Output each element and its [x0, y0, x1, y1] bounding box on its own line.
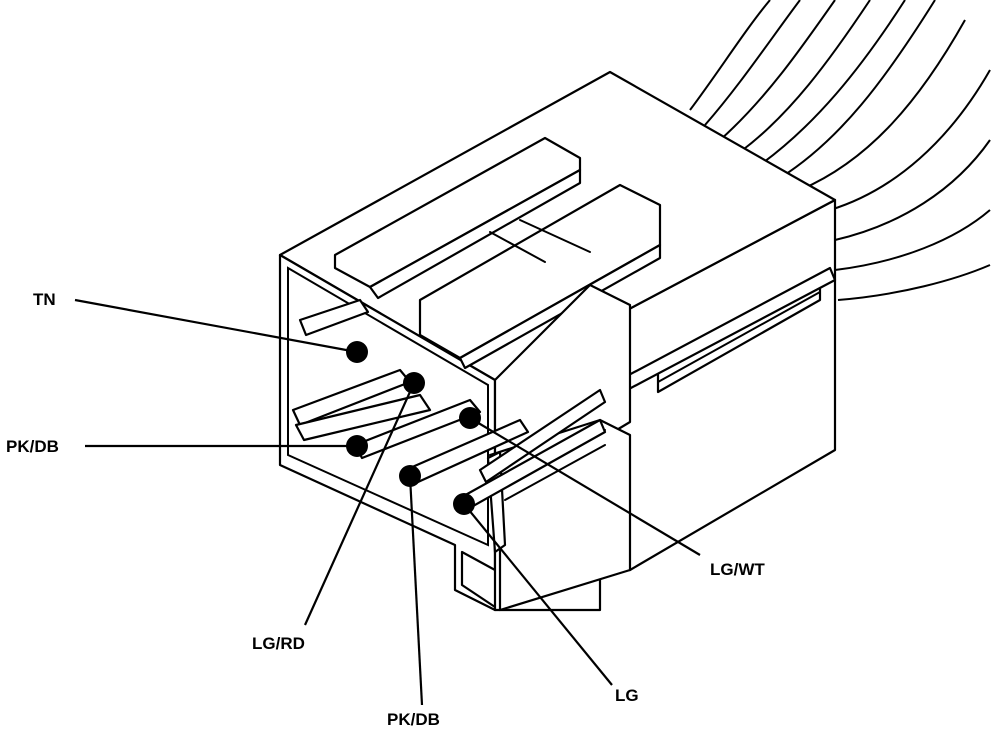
leader-lines — [74, 298, 701, 706]
leader-tn — [74, 298, 358, 354]
label-lg-rd: LG/RD — [252, 634, 305, 653]
side-slots — [608, 266, 837, 400]
terminal-blades — [291, 298, 607, 512]
connector-cavity — [287, 266, 489, 547]
leader-lg — [463, 503, 613, 686]
leader-lg-wt — [469, 417, 701, 556]
wire-bundle — [689, 0, 991, 301]
label-lg: LG — [615, 686, 639, 705]
label-tn: TN — [33, 290, 56, 309]
label-pk-db-left: PK/DB — [6, 437, 59, 456]
leader-lg-rd — [303, 382, 416, 626]
label-lg-wt: LG/WT — [710, 560, 765, 579]
label-pk-db-bottom: PK/DB — [387, 710, 440, 729]
leader-pk-db-bottom — [408, 475, 424, 706]
latch-rails — [333, 136, 662, 370]
